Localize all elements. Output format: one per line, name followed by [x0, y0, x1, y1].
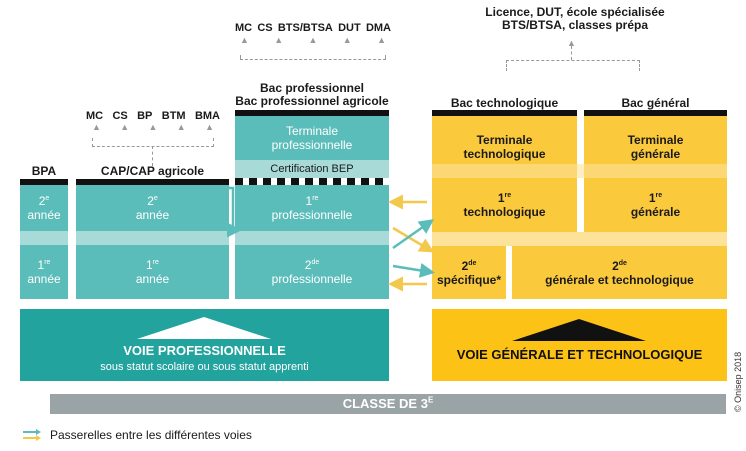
- dest-bts: BTS/BTSA: [277, 22, 333, 34]
- header-bactech: Bac technologique: [450, 96, 559, 110]
- voie-pro: VOIE PROFESSIONNELLE sous statut scolair…: [20, 309, 389, 381]
- voie-pro-title: VOIE PROFESSIONNELLE: [123, 343, 286, 358]
- pro-1st: 1re professionnelle: [235, 185, 389, 231]
- header-cap: CAP/CAP agricole: [100, 164, 205, 178]
- voie-gen-triangle: [512, 319, 646, 341]
- cert-bep-dashes: [235, 178, 389, 185]
- tech-1st: 1re technologique: [432, 178, 577, 232]
- header-bpa: BPA: [31, 164, 57, 178]
- cap-dest-bp: BP: [137, 110, 153, 122]
- cap-dest-mc: MC: [86, 110, 104, 122]
- pro-2nd: 2de professionnelle: [235, 245, 389, 299]
- header-bacgen: Bac général: [621, 96, 690, 110]
- gen-dest-line1: Licence, DUT, école spécialisée: [485, 5, 665, 19]
- cert-bep: Certification BEP: [235, 160, 389, 178]
- gen-1st: 1re générale: [584, 178, 727, 232]
- passerelles-arrows: [227, 186, 435, 292]
- bpa-1st-year: 1re année: [20, 245, 68, 299]
- voie-gen-title: VOIE GÉNÉRALE ET TECHNOLOGIQUE: [456, 347, 703, 362]
- seconde-gen-tech: 2de générale et technologique: [512, 246, 727, 299]
- dest-cs: CS: [257, 22, 273, 34]
- seconde-specifique: 2de spécifique*: [432, 246, 506, 299]
- cap-dest-bma: BMA: [194, 110, 220, 122]
- bpa-2nd-year: 2e année: [20, 185, 68, 231]
- voie-pro-subtitle: sous statut scolaire ou sous statut appr…: [100, 361, 309, 373]
- voie-gen: VOIE GÉNÉRALE ET TECHNOLOGIQUE: [432, 309, 727, 381]
- gen-destinations: Licence, DUT, école spécialisée BTS/BTSA…: [475, 6, 675, 32]
- cap-1st-year: 1re année: [76, 245, 229, 299]
- classe-3e: CLASSE DE 3E: [50, 394, 726, 414]
- pro-destinations: MC CS BTS/BTSA DUT DMA ▲▲▲▲▲: [235, 22, 391, 62]
- cap-dest-cs: CS: [112, 110, 128, 122]
- copyright: © Onisep 2018: [733, 351, 743, 412]
- voie-pro-triangle: [137, 317, 271, 339]
- cap-dest-btm: BTM: [161, 110, 186, 122]
- legend-label: Passerelles entre les différentes voies: [50, 428, 252, 442]
- dest-mc: MC: [235, 22, 253, 34]
- legend: Passerelles entre les différentes voies: [22, 427, 252, 443]
- dest-dut: DUT: [338, 22, 361, 34]
- gen-dest-line2: BTS/BTSA, classes prépa: [501, 18, 649, 32]
- cap-destinations: MC CS BP BTM BMA ▲▲▲▲▲: [86, 110, 220, 147]
- cap-2nd-year: 2e année: [76, 185, 229, 231]
- dest-dma: DMA: [365, 22, 391, 34]
- legend-arrows-icon: [23, 429, 41, 441]
